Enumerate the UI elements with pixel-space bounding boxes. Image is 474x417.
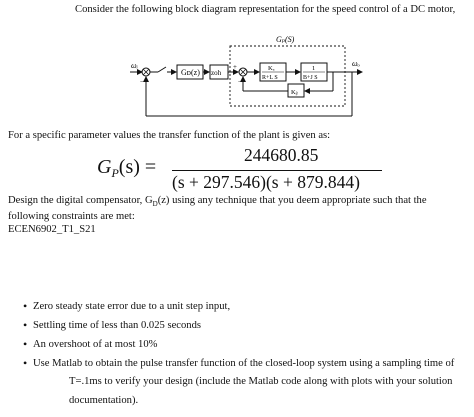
output-label: ωₒ [352,59,361,68]
plant-group-box [229,45,346,107]
block-diagram: Gₚ(S) ωᵢ − Gᴅ(z) zoh + − Kₐ R+L S 1 B+J … [130,35,363,117]
motor-block-den: R+L S [262,75,278,81]
list-item: •Settling time of less than 0.025 second… [23,318,202,332]
gp-lhs: GP(s) = [97,156,157,180]
course-code: ECEN6902_T1_S21 [8,224,96,235]
motor-block-num: Kₐ [268,65,275,72]
sign-minus-2: − [238,78,242,86]
input-label: ωᵢ [131,61,138,70]
gp-numerator: 244680.85 [244,145,319,165]
sampler-switch [157,66,167,73]
constraint-continuation-1: T=.1ms to verify your design (include th… [69,376,453,387]
sign-plus: + [233,63,237,71]
design-text-1: Design the digital compensator, GD(z) us… [8,195,427,209]
parameter-text: For a specific parameter values the tran… [8,130,331,141]
plant-group-label: Gₚ(S) [276,35,295,44]
feedback-block-label: Kᵦ [291,89,298,96]
load-block-den: B+J S [303,75,318,81]
intro-text: Consider the following block diagram rep… [75,4,456,15]
gp-denominator: (s + 297.546)(s + 879.844) [172,172,360,192]
design-text-2: following constraints are met: [8,211,135,222]
list-item: •An overshoot of at most 10% [23,337,158,351]
load-block-num: 1 [312,65,315,72]
fraction-bar [172,170,382,172]
list-item: •Zero steady state error due to a unit s… [23,299,231,313]
sign-minus-1: − [140,78,144,86]
zoh-block-label: zoh [211,69,222,77]
constraint-continuation-2: documentation). [69,395,139,406]
list-item: •Use Matlab to obtain the pulse transfer… [23,356,455,370]
controller-block-label: Gᴅ(z) [181,68,200,77]
